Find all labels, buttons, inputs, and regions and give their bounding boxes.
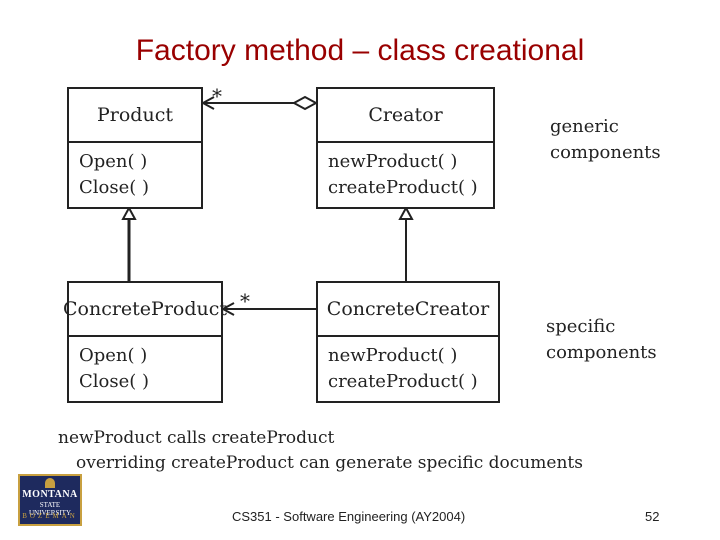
logo-line2: STATE UNIVERSITY	[29, 501, 71, 517]
class-concrete-creator: ConcreteCreator newProduct( ) createProd…	[316, 281, 500, 403]
class-concrete-product-name: ConcreteProduct	[63, 283, 227, 337]
operation-open: Open( )	[79, 345, 148, 366]
note-generic-line2: components	[550, 142, 661, 163]
operation-create-product: createProduct( )	[328, 177, 478, 198]
footer-course: CS351 - Software Engineering (AY2004)	[232, 509, 466, 524]
inheritance-triangle-left	[121, 205, 137, 220]
note-specific-line2: components	[546, 342, 657, 363]
caption-line1: newProduct calls createProduct	[58, 428, 335, 448]
class-product-name: Product	[69, 89, 201, 143]
slide-title: Factory method – class creational	[135, 34, 585, 67]
note-generic-components: generic components	[550, 114, 661, 166]
class-concrete-creator-operations: newProduct( ) createProduct( )	[318, 337, 498, 395]
class-creator-name: Creator	[318, 89, 493, 143]
multiplicity-top: *	[212, 84, 222, 108]
class-creator: Creator newProduct( ) createProduct( )	[316, 87, 495, 209]
operation-open: Open( )	[79, 151, 148, 172]
operation-new-product: newProduct( )	[328, 345, 458, 366]
class-concrete-creator-name: ConcreteCreator	[318, 283, 498, 337]
note-specific-line1: specific	[546, 316, 616, 337]
logo-line1: MONTANA	[22, 489, 78, 500]
operation-new-product: newProduct( )	[328, 151, 458, 172]
inheritance-triangle-right	[398, 205, 414, 220]
logo-emblem-icon	[45, 478, 55, 488]
logo-line3: BOZEMAN	[22, 512, 78, 520]
association-arrow-top	[200, 96, 215, 110]
operation-create-product: createProduct( )	[328, 371, 478, 392]
multiplicity-bottom: *	[240, 289, 250, 313]
operation-close: Close( )	[79, 371, 150, 392]
class-product: Product Open( ) Close( )	[67, 87, 203, 209]
class-creator-operations: newProduct( ) createProduct( )	[318, 143, 493, 201]
class-concrete-product-operations: Open( ) Close( )	[69, 337, 221, 395]
aggregation-diamond	[291, 95, 319, 111]
class-concrete-product: ConcreteProduct Open( ) Close( )	[63, 281, 227, 403]
footer-page-number: 52	[645, 509, 660, 524]
note-generic-line1: generic	[550, 116, 619, 137]
caption-line2: overriding createProduct can generate sp…	[76, 453, 583, 473]
note-specific-components: specific components	[546, 314, 657, 366]
operation-close: Close( )	[79, 177, 150, 198]
class-product-operations: Open( ) Close( )	[69, 143, 201, 201]
association-arrow-bottom	[220, 302, 235, 316]
university-logo: MONTANA STATE UNIVERSITY BOZEMAN	[18, 474, 82, 526]
